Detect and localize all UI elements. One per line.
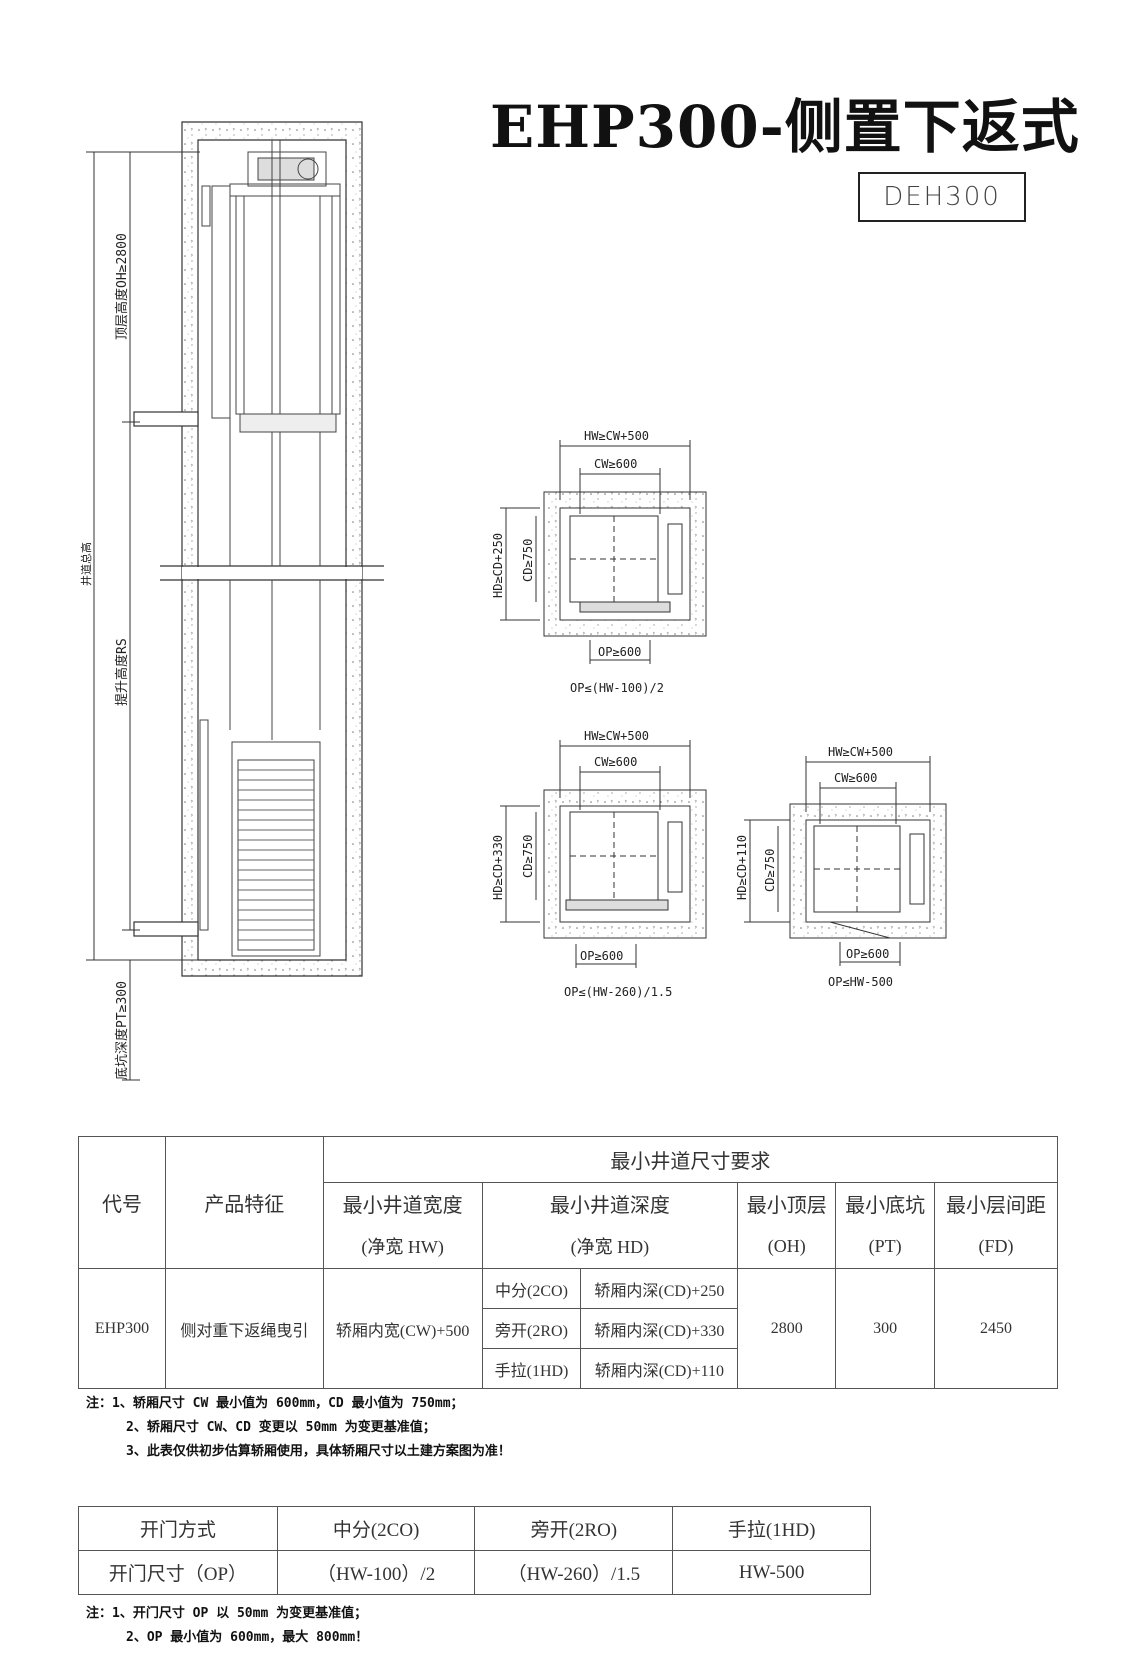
col-depth: 最小井道深度 (481, 1182, 739, 1225)
plan-3-cd: CD≥750 (763, 849, 777, 892)
col-code: 代号 (78, 1136, 166, 1269)
plan-3-hw: HW≥CW+500 (828, 745, 893, 759)
col-feature: 产品特征 (164, 1136, 324, 1269)
plan-1-op: OP≥600 (598, 645, 641, 659)
door-type-3: 手拉(1HD) (672, 1506, 871, 1551)
notes-2: 注：1、开门尺寸 OP 以 50mm 为变更基准值； 2、OP 最小值为 600… (86, 1602, 368, 1650)
plan-1-cd: CD≥750 (521, 539, 535, 582)
col-width-sub: (净宽 HW) (322, 1224, 483, 1269)
elevation-lower-car (199, 580, 321, 957)
plan-1-hw: HW≥CW+500 (584, 429, 649, 443)
plan-2-cw: CW≥600 (594, 755, 637, 769)
row-width: 轿厢内宽(CW)+500 (322, 1268, 483, 1389)
plan-1-hd: HD≥CD+250 (491, 533, 505, 598)
plan-2-hd: HD≥CD+330 (491, 835, 505, 900)
pit-label: 底坑深度PT≥300 (114, 981, 130, 1080)
door-row2-label: 开门尺寸（OP） (78, 1550, 278, 1595)
depth-value-1: 轿厢内深(CD)+250 (580, 1268, 739, 1309)
depth-value-2: 轿厢内深(CD)+330 (580, 1308, 739, 1349)
door-size-3: HW-500 (672, 1550, 871, 1595)
model-code-box: DEH300 (858, 172, 1026, 222)
plan-2 (500, 740, 707, 968)
overhead-label: 顶层高度OH≥2800 (114, 233, 130, 340)
row-code: EHP300 (78, 1268, 166, 1389)
depth-type-2: 旁开(2RO) (481, 1308, 582, 1349)
plan-3-op: OP≥600 (846, 947, 889, 961)
group-header: 最小井道尺寸要求 (322, 1136, 1059, 1183)
plan-2-hw: HW≥CW+500 (584, 729, 649, 743)
plan-1-cw: CW≥600 (594, 457, 637, 471)
elevation-upper-car (201, 140, 341, 566)
note-1-2: 2、轿厢尺寸 CW、CD 变更以 50mm 为变更基准值； (126, 1420, 436, 1435)
plan-2-formula: OP≤(HW-260)/1.5 (564, 985, 672, 999)
door-table: 开门方式 中分(2CO) 旁开(2RO) 手拉(1HD) 开门尺寸（OP） （H… (78, 1506, 871, 1595)
note-1-3: 3、此表仅供初步估算轿厢使用，具体轿厢尺寸以土建方案图为准！ (126, 1444, 511, 1459)
plan-2-op: OP≥600 (580, 949, 623, 963)
elevation-dimensions (86, 151, 200, 1081)
plan-1-formula: OP≤(HW-100)/2 (570, 681, 664, 695)
row-oh: 2800 (737, 1268, 837, 1389)
shaft-total-label: 井道总高 (79, 542, 93, 586)
technical-drawing: 顶层高度OH≥2800 井道总高 提升高度RS 底坑深度PT≥300 HW≥CW… (79, 121, 947, 1081)
note-2-2: 2、OP 最小值为 600mm，最大 800mm！ (126, 1630, 369, 1645)
plan-3 (744, 756, 947, 966)
depth-type-3: 手拉(1HD) (481, 1348, 582, 1389)
row-fd: 2450 (934, 1268, 1058, 1389)
plan-3-hd: HD≥CD+110 (735, 835, 749, 900)
col-fd: 最小层间距 (934, 1182, 1058, 1225)
plan-2-cd: CD≥750 (521, 835, 535, 878)
note-2-1: 注：1、开门尺寸 OP 以 50mm 为变更基准值； (86, 1606, 368, 1621)
plan-3-cw: CW≥600 (834, 771, 877, 785)
depth-type-1: 中分(2CO) (481, 1268, 582, 1309)
col-fd-sub: (FD) (934, 1224, 1058, 1269)
col-oh: 最小顶层 (737, 1182, 837, 1225)
plan-1 (500, 440, 707, 664)
col-depth-sub: (净宽 HD) (481, 1224, 739, 1269)
note-1-1: 注：1、轿厢尺寸 CW 最小值为 600mm，CD 最小值为 750mm； (86, 1396, 464, 1411)
col-width: 最小井道宽度 (322, 1182, 483, 1225)
plan-3-formula: OP≤HW-500 (828, 975, 893, 989)
col-oh-sub: (OH) (737, 1224, 837, 1269)
col-pt-sub: (PT) (835, 1224, 936, 1269)
spec-table: 代号 产品特征 最小井道尺寸要求 最小井道宽度 最小井道深度 最小顶层 最小底坑… (78, 1136, 1059, 1389)
depth-value-3: 轿厢内深(CD)+110 (580, 1348, 739, 1389)
door-type-1: 中分(2CO) (276, 1506, 476, 1551)
elevation-shaft (133, 121, 384, 977)
door-size-1: （HW-100）/2 (276, 1550, 476, 1595)
page-title: EHP300-侧置下返式 (490, 93, 1080, 161)
door-row1-label: 开门方式 (78, 1506, 278, 1551)
door-type-2: 旁开(2RO) (474, 1506, 674, 1551)
row-pt: 300 (835, 1268, 936, 1389)
travel-label: 提升高度RS (114, 638, 130, 706)
notes-1: 注：1、轿厢尺寸 CW 最小值为 600mm，CD 最小值为 750mm； 2、… (86, 1392, 511, 1464)
door-size-2: （HW-260）/1.5 (474, 1550, 674, 1595)
col-pt: 最小底坑 (835, 1182, 936, 1225)
row-feature: 侧对重下返绳曳引 (164, 1268, 324, 1389)
